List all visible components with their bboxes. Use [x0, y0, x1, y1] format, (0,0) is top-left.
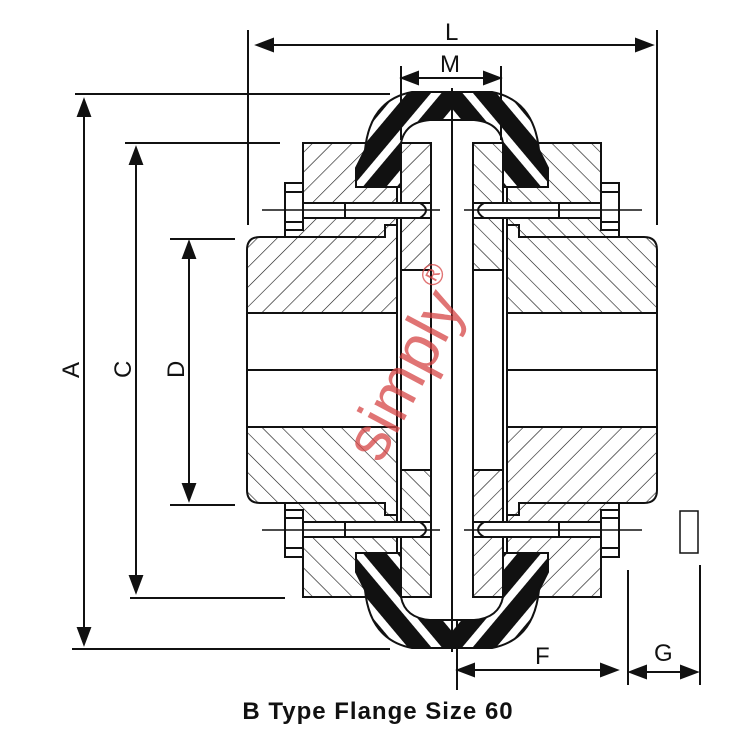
- dim-label-m: M: [440, 51, 460, 78]
- dim-label-d: D: [163, 361, 190, 378]
- dim-label-c: C: [110, 361, 137, 378]
- small-rectangle-mark: [679, 510, 699, 554]
- dim-label-a: A: [58, 362, 85, 378]
- dimension-lines: [72, 30, 701, 690]
- coupling-section: [246, 88, 658, 652]
- dim-label-f: F: [535, 643, 550, 670]
- dim-label-l: L: [445, 19, 458, 46]
- caption: B Type Flange Size 60: [242, 698, 514, 725]
- dim-label-g: G: [654, 640, 673, 667]
